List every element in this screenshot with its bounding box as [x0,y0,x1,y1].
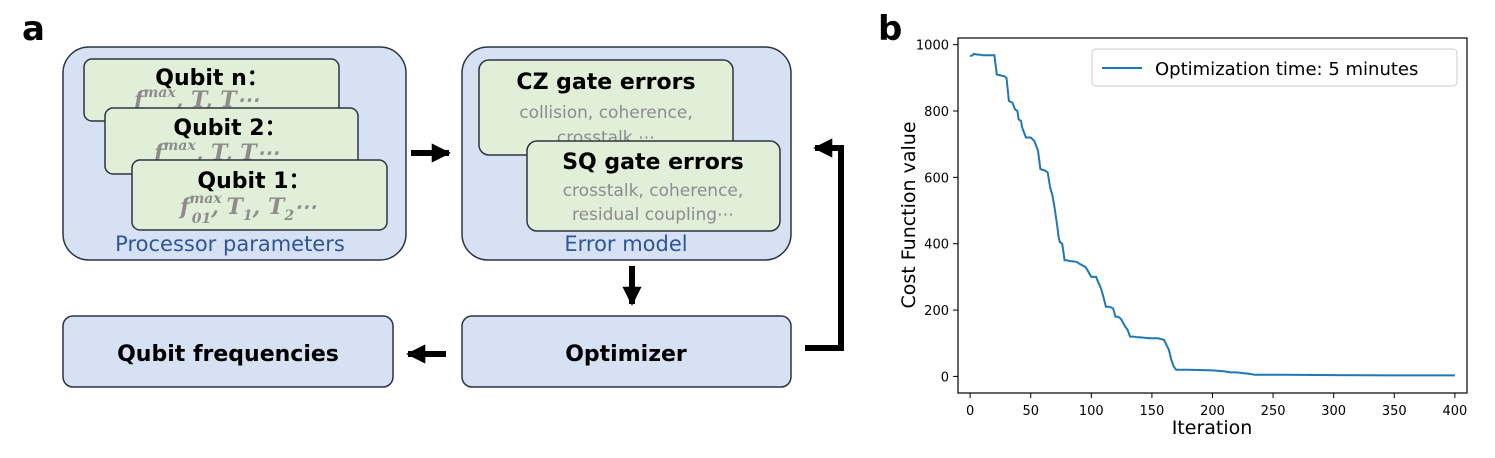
qubit-frequencies-block: Qubit frequencies [62,315,394,388]
plot-frame [957,37,1468,394]
processor-caption: Processor parameters [115,232,345,256]
y-tick-label: 200 [924,304,949,319]
sq-title: SQ gate errors [562,150,744,175]
x-tick-label: 400 [1442,404,1467,419]
qubit-n-title: Qubit n： [155,66,269,91]
y-tick-label: 0 [941,370,949,385]
x-tick-label: 300 [1321,404,1346,419]
optimizer-block: Optimizer [461,315,792,388]
panel-label-a: a [22,9,45,49]
feedback-arrow [805,138,844,351]
legend-label: Optimization time: 5 minutes [1155,59,1418,80]
error-model-block: CZ gate errors collision, coherence, cro… [461,46,792,261]
x-tick-label: 0 [966,404,974,419]
x-tick-label: 50 [1022,404,1039,419]
qubit-frequencies-label: Qubit frequencies [117,342,339,367]
sq-line2: residual coupling⋯ [572,205,734,225]
cost-function-chart: 0 50 100 150 200 250 300 350 400 0 200 400 600 800 10… [898,37,1468,439]
legend: Optimization time: 5 minutes [1091,48,1458,87]
x-axis-ticks: 0 50 100 150 200 250 300 350 400 [966,393,1467,419]
cz-title: CZ gate errors [516,70,695,95]
processor-parameters-block: Qubit n： fmax, T, T⋯ Qubit 2： fmax, T, T… [62,46,407,261]
y-axis-label: Cost Function value [898,121,920,308]
qubit-2-title: Qubit 2： [173,116,286,141]
cz-line1: collision, coherence, [519,103,693,123]
series-line-optimization [969,52,1455,377]
x-tick-label: 350 [1382,404,1407,419]
qubit-n-card: Qubit n： fmax, T, T⋯ [83,58,340,122]
y-tick-label: 400 [924,238,949,253]
x-tick-label: 200 [1200,404,1225,419]
legend-box [1091,48,1458,87]
optimizer-label: Optimizer [565,342,687,367]
y-tick-label: 800 [924,105,949,120]
qubit-1-title: Qubit 1： [197,169,310,194]
error-model-caption: Error model [564,232,687,256]
x-tick-label: 150 [1139,404,1164,419]
panel-label-b: b [878,9,902,49]
y-tick-label: 600 [924,171,949,186]
y-tick-label: 1000 [916,39,949,54]
x-tick-label: 250 [1261,404,1286,419]
x-tick-label: 100 [1079,404,1104,419]
x-axis-label: Iteration [1172,417,1253,439]
y-axis-ticks: 0 200 400 600 800 1000 [916,39,958,385]
sq-gate-errors-card: SQ gate errors crosstalk, coherence, res… [526,140,781,232]
sq-line1: crosstalk, coherence, [563,181,744,201]
